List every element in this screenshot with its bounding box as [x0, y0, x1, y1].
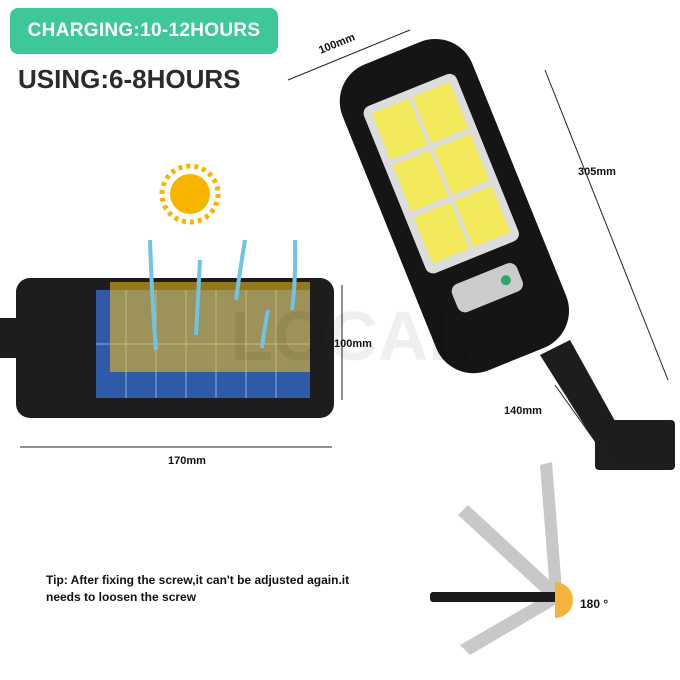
- charging-time-badge: CHARGING:10-12HOURS: [10, 8, 278, 54]
- tip-text: Tip: After fixing the screw,it can't be …: [46, 573, 350, 604]
- rotation-diagram: [430, 462, 573, 655]
- using-time-label: USING:6-8HOURS: [18, 64, 241, 94]
- rotation-angle-label: 180 °: [580, 597, 609, 611]
- lamp-length-label: 305mm: [578, 166, 616, 178]
- panel-height-label: 100mm: [334, 338, 372, 350]
- watermark: LOCAL: [230, 297, 471, 375]
- panel-width-label: 170mm: [168, 455, 206, 467]
- bracket-length-label: 140mm: [504, 405, 542, 417]
- mount-bracket: [540, 340, 675, 470]
- street-lamp: [339, 38, 570, 374]
- sun-icon: [159, 163, 221, 225]
- solar-panel: [0, 278, 334, 418]
- sunlight-arrows: [148, 239, 298, 351]
